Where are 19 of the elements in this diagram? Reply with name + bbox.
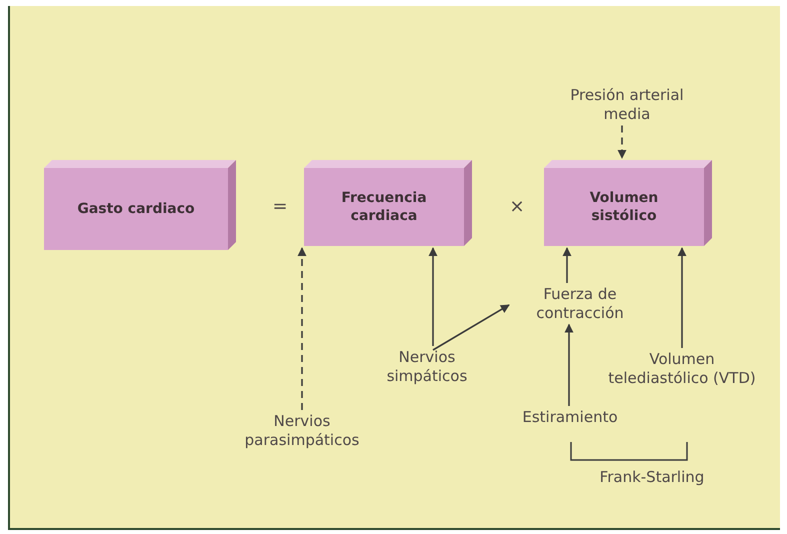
arrow bbox=[298, 247, 306, 410]
text-label: Nervios simpáticos bbox=[386, 348, 468, 386]
text-label: Estiramiento bbox=[521, 408, 619, 427]
arrow bbox=[564, 324, 574, 406]
text-label: Presión arterial media bbox=[569, 86, 685, 124]
arrow bbox=[428, 247, 438, 346]
arrow bbox=[432, 304, 510, 351]
arrow bbox=[618, 126, 626, 159]
arrow bbox=[678, 247, 686, 348]
box-label: Volumen sistólico bbox=[588, 188, 660, 226]
operator-symbol: × bbox=[508, 196, 526, 218]
box-label: Gasto cardiaco bbox=[77, 200, 195, 218]
text-label: Nervios parasimpáticos bbox=[244, 412, 360, 450]
box-label: Frecuencia cardiaca bbox=[340, 188, 428, 226]
text-label: Fuerza de contracción bbox=[535, 285, 625, 322]
arrow bbox=[562, 247, 572, 283]
text-label: Volumen telediastólico (VTD) bbox=[607, 350, 757, 388]
text-label: Frank-Starling bbox=[598, 468, 706, 487]
operator-symbol: = bbox=[271, 196, 289, 218]
